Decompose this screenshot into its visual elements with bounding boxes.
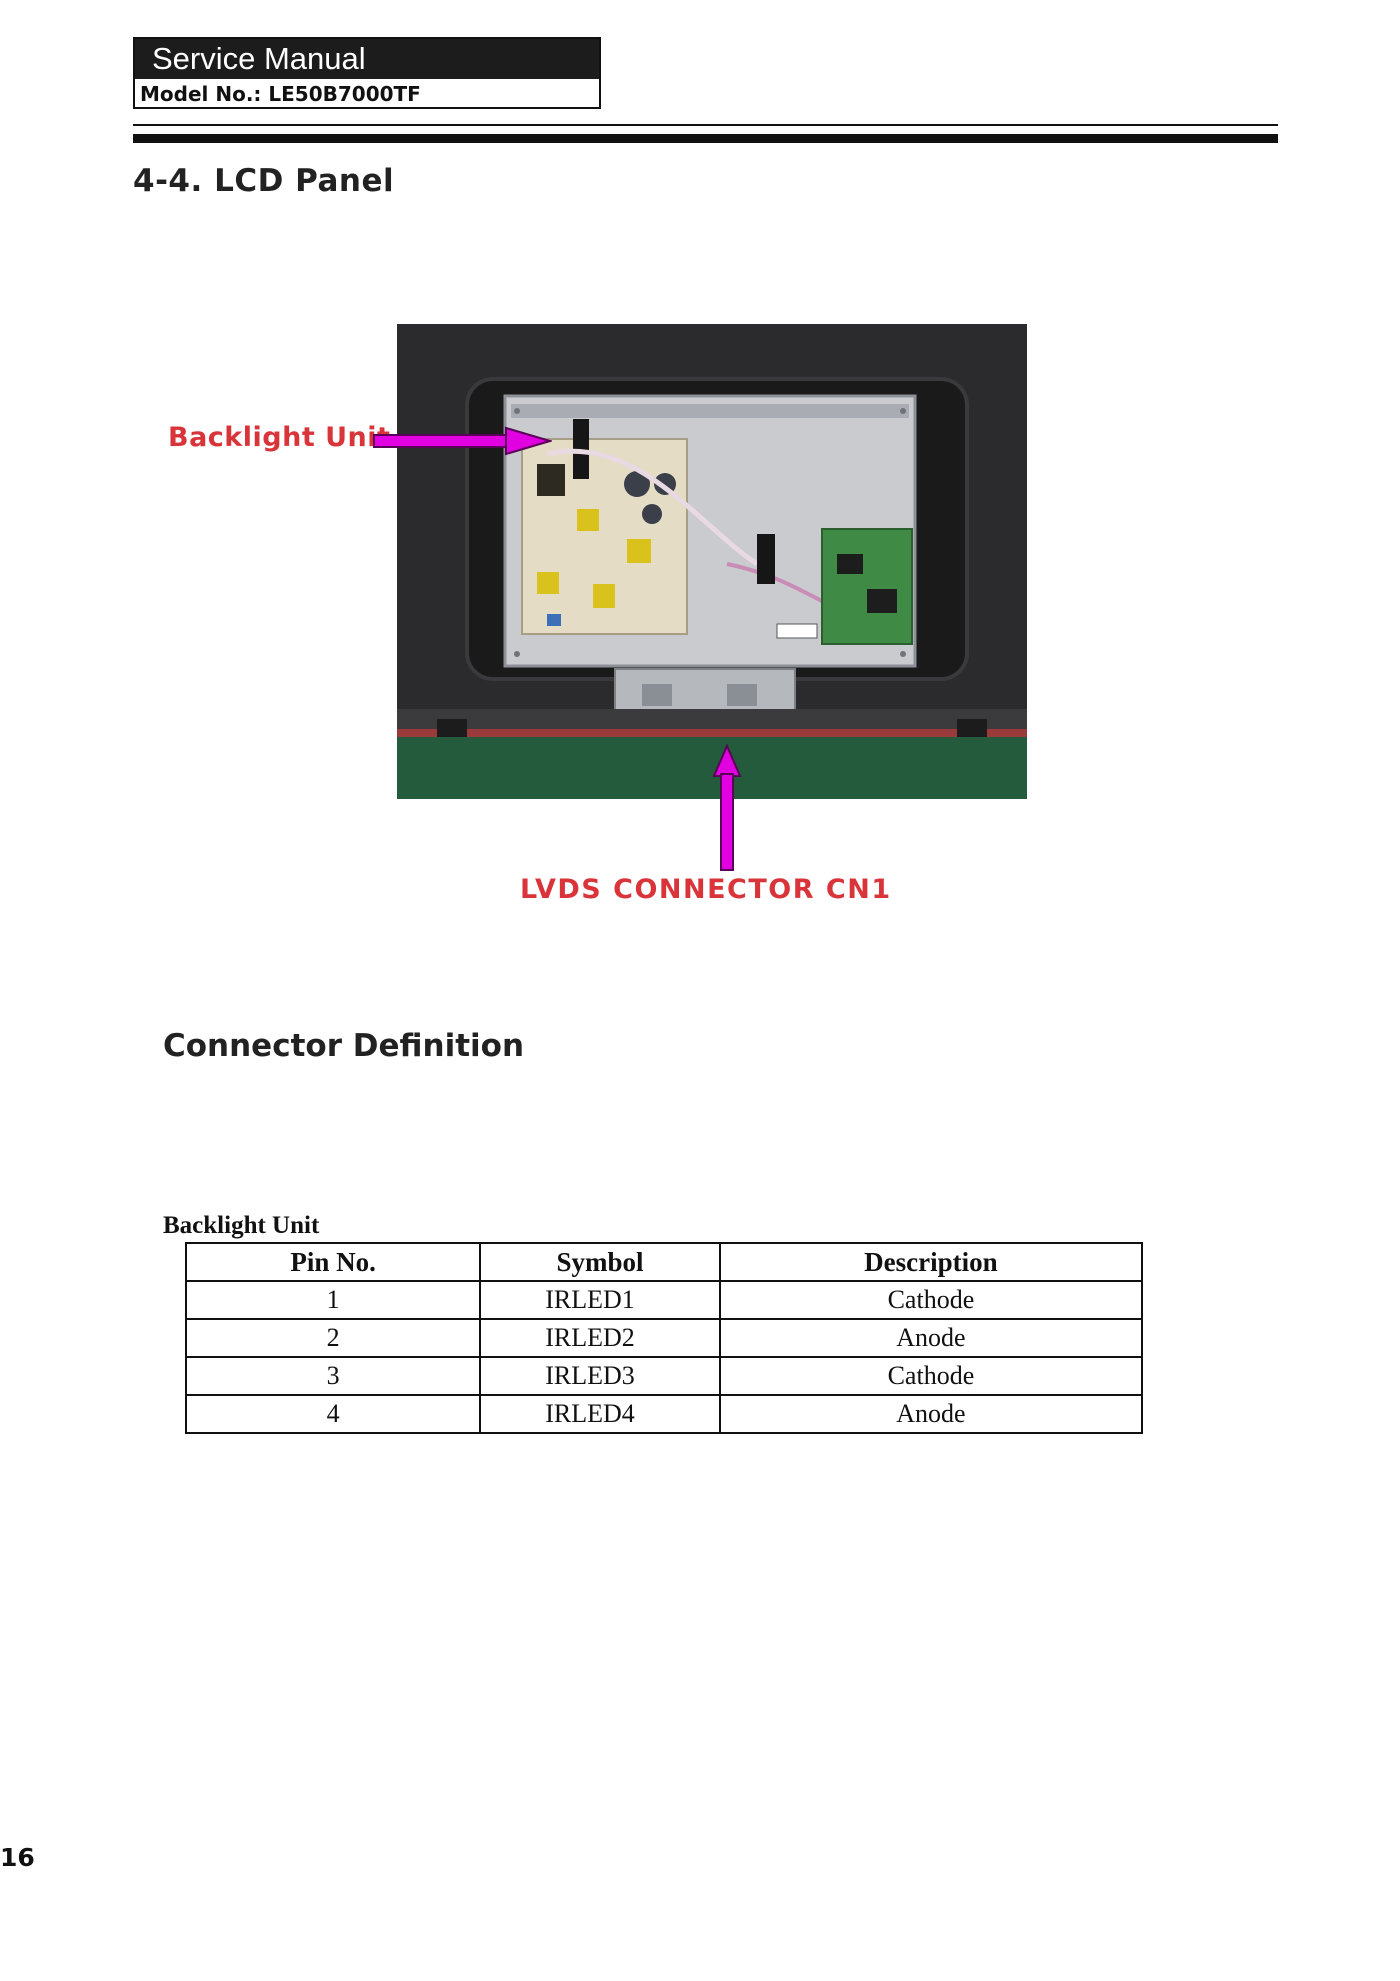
- header-rule-thick: [133, 134, 1278, 143]
- pin-cell: 1: [184, 1280, 482, 1320]
- pin-cell: 3: [184, 1356, 482, 1396]
- header-symbol: Symbol: [479, 1242, 721, 1282]
- description-cell: Cathode: [718, 1280, 1144, 1320]
- lvds-connector-label: LVDS CONNECTOR CN1: [520, 874, 892, 905]
- manual-header: Service Manual Model No.: LE50B7000TF: [133, 37, 601, 109]
- table-caption: Backlight Unit: [163, 1212, 320, 1239]
- backlight-unit-label: Backlight Unit: [168, 422, 391, 453]
- header-description: Description: [718, 1242, 1144, 1282]
- header-rule-thin: [133, 124, 1278, 126]
- header-title: Service Manual: [135, 39, 599, 79]
- symbol-cell: IRLED2: [479, 1318, 721, 1358]
- description-cell: Anode: [718, 1394, 1144, 1434]
- header-pin-no: Pin No.: [184, 1242, 482, 1282]
- table-row: 1 IRLED1 Cathode: [184, 1280, 1144, 1320]
- symbol-cell: IRLED3: [479, 1356, 721, 1396]
- description-cell: Cathode: [718, 1356, 1144, 1396]
- pin-cell: 2: [184, 1318, 482, 1358]
- pin-cell: 4: [184, 1394, 482, 1434]
- model-number: Model No.: LE50B7000TF: [140, 82, 421, 106]
- table-header-row: Pin No. Symbol Description: [184, 1242, 1144, 1282]
- description-cell: Anode: [718, 1318, 1144, 1358]
- page-number: 16: [0, 1843, 35, 1872]
- lvds-arrow-icon: [712, 744, 742, 871]
- backlight-arrow-icon: [373, 426, 552, 456]
- section-title: 4-4. LCD Panel: [133, 163, 395, 199]
- connector-definition-title: Connector Definition: [163, 1028, 525, 1064]
- backlight-connector-table: Pin No. Symbol Description 1 IRLED1 Cath…: [184, 1242, 1144, 1434]
- lcd-panel-photo: [397, 324, 1027, 799]
- symbol-cell: IRLED1: [479, 1280, 721, 1320]
- symbol-cell: IRLED4: [479, 1394, 721, 1434]
- table-row: 3 IRLED3 Cathode: [184, 1356, 1144, 1396]
- table-row: 2 IRLED2 Anode: [184, 1318, 1144, 1358]
- table-row: 4 IRLED4 Anode: [184, 1394, 1144, 1434]
